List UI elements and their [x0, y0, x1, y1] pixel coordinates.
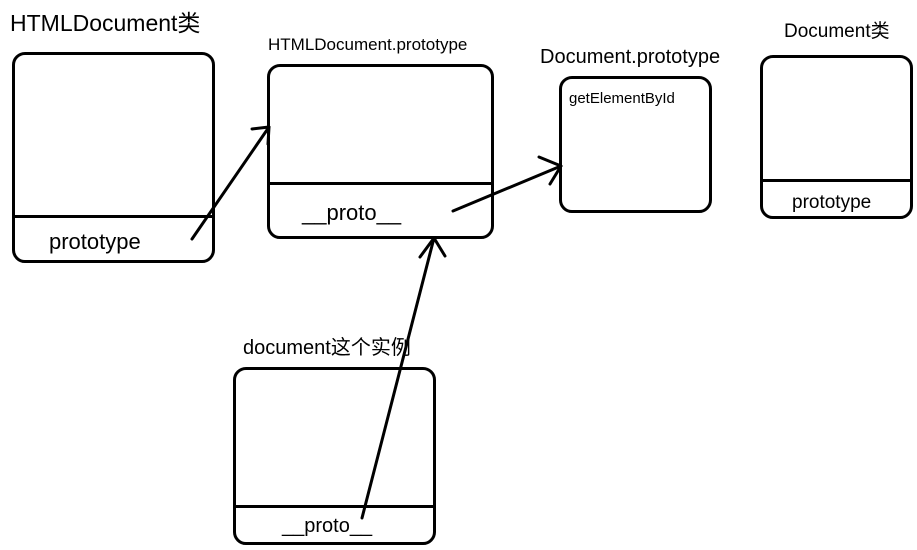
document-instance-title: document这个实例 [243, 337, 411, 359]
document-class-divider [763, 179, 910, 182]
htmldocument-prototype-box: __proto__ [267, 64, 494, 239]
document-class-prototype-field: prototype [792, 192, 872, 213]
htmldocument-class-prototype-field: prototype [49, 229, 141, 254]
document-prototype-method: getElementById [569, 90, 675, 107]
htmldocument-prototype-title: HTMLDocument.prototype [268, 35, 468, 54]
document-prototype-box: getElementById [559, 76, 712, 213]
htmldocument-class-box: prototype [12, 52, 215, 263]
document-class-box: prototype [760, 55, 913, 219]
htmldocument-class-divider [15, 215, 212, 218]
document-class-title: Document类 [784, 21, 890, 42]
document-prototype-title: Document.prototype [540, 46, 721, 68]
htmldocument-prototype-proto-field: __proto__ [302, 200, 402, 225]
htmldocument-class-title: HTMLDocument类 [10, 10, 201, 36]
htmldocument-prototype-divider [270, 182, 491, 185]
document-instance-divider [236, 505, 433, 508]
document-instance-proto-field: __proto__ [282, 515, 373, 537]
document-instance-box: __proto__ [233, 367, 436, 545]
